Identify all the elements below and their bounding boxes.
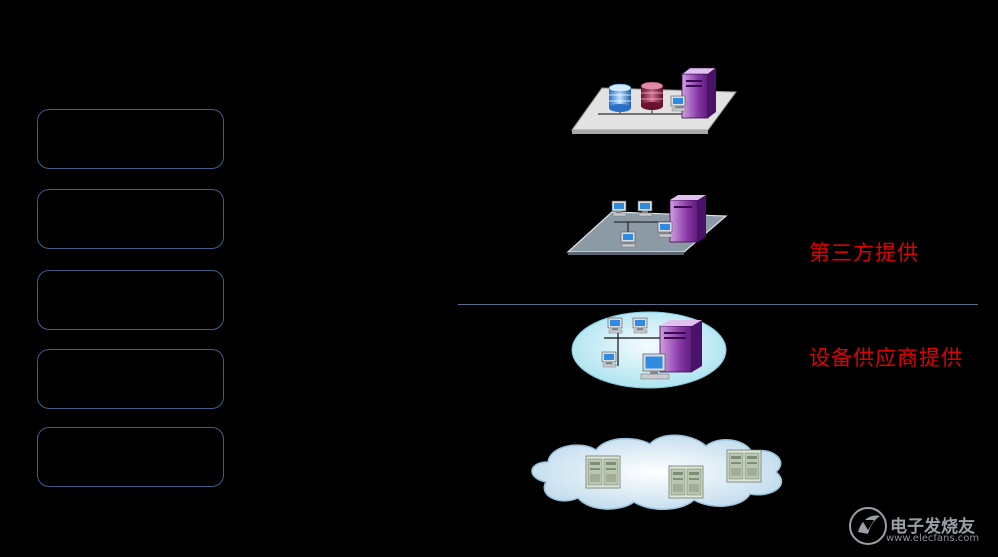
watermark-url: www.elecfans.com — [886, 533, 980, 544]
elecfans-logo-icon — [849, 507, 887, 545]
switchgear-cloud-icon — [531, 434, 783, 510]
lan-workstations-platform-icon — [566, 195, 728, 255]
layer-box-1 — [37, 109, 224, 169]
layer-box-5 — [37, 427, 224, 487]
layer-box-2 — [37, 189, 224, 249]
layer-box-4 — [37, 349, 224, 409]
label-vendor: 设备供应商提供 — [809, 346, 963, 370]
network-ellipse-icon — [571, 311, 727, 389]
database-server-platform-icon — [571, 67, 737, 134]
watermark-brand: 电子发烧友 — [890, 517, 975, 537]
label-third-party: 第三方提供 — [809, 241, 919, 265]
section-divider — [458, 304, 978, 305]
layer-box-3 — [37, 270, 224, 330]
